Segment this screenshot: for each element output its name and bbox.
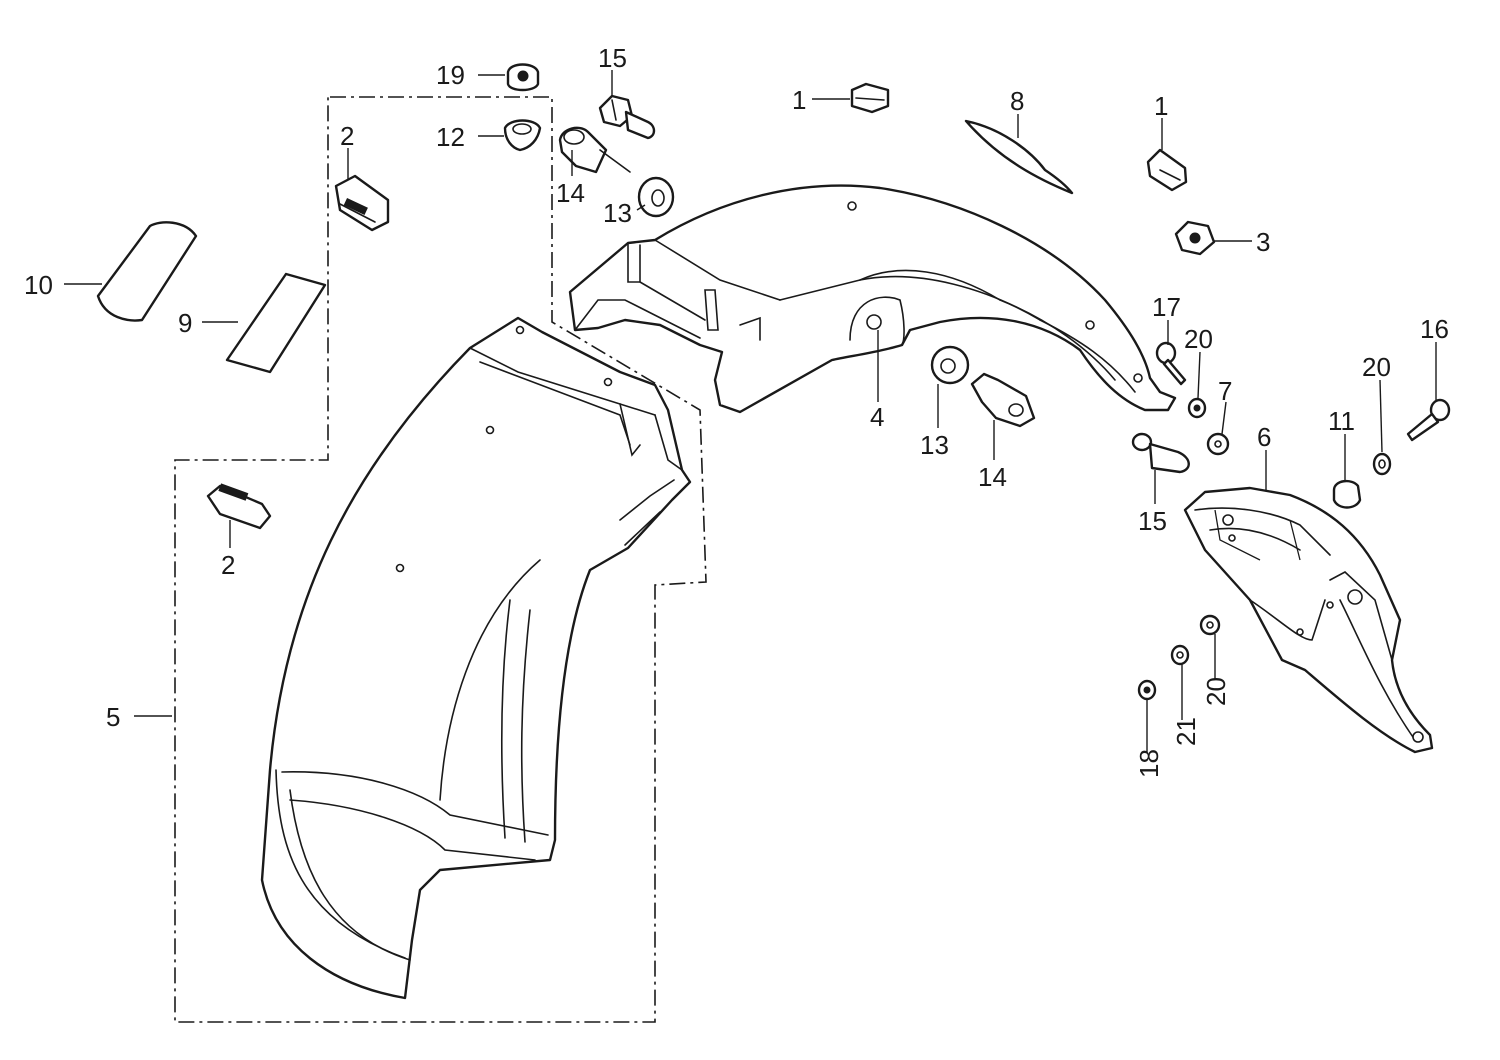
nut-part-19 — [506, 63, 540, 92]
washer-part-20-right — [1372, 452, 1392, 476]
assembly-boundary — [174, 96, 707, 1023]
nut-part-3 — [1174, 220, 1216, 256]
strip-part-8 — [964, 119, 1074, 195]
callout-1-right: 1 — [1154, 91, 1168, 121]
leader-lines — [64, 70, 1437, 752]
callout-12: 12 — [436, 122, 465, 152]
callout-1-middle: 1 — [792, 85, 806, 115]
callout-15-upper: 15 — [598, 43, 627, 73]
clip-part-2-lower — [206, 483, 272, 530]
nut-part-18 — [1137, 679, 1157, 701]
callout-16: 16 — [1420, 314, 1449, 344]
callout-15-lower: 15 — [1138, 506, 1167, 536]
callout-11: 11 — [1328, 406, 1355, 436]
washer-part-13-upper — [637, 176, 675, 218]
callout-13-upper: 13 — [603, 198, 632, 228]
washer-part-21 — [1170, 644, 1190, 666]
spacer-part-14-upper — [558, 126, 631, 174]
callout-9: 9 — [178, 308, 192, 338]
callout-8: 8 — [1010, 86, 1024, 116]
callout-18: 18 — [1134, 749, 1164, 778]
callout-20-upper: 20 — [1184, 324, 1213, 354]
spacer-part-14-lower — [970, 372, 1036, 428]
bolt-part-15-upper — [598, 94, 656, 140]
washer-part-13-lower — [930, 345, 970, 385]
grommet-part-12 — [503, 119, 542, 152]
washer-part-20-lower — [1199, 614, 1221, 636]
callout-14-upper: 14 — [556, 178, 585, 208]
clip-part-1-middle — [850, 82, 890, 114]
callout-14-lower: 14 — [978, 462, 1007, 492]
callout-4: 4 — [870, 402, 884, 432]
callout-6: 6 — [1257, 422, 1271, 452]
callout-3: 3 — [1256, 227, 1270, 257]
rear-fender-part-5 — [260, 316, 692, 1000]
screw-part-16 — [1406, 398, 1451, 442]
callout-7: 7 — [1218, 376, 1232, 406]
callout-10: 10 — [24, 270, 53, 300]
bolt-part-15-lower — [1131, 432, 1190, 474]
callout-20-right: 20 — [1362, 352, 1391, 382]
callout-19: 19 — [436, 60, 465, 90]
callout-17: 17 — [1152, 292, 1181, 322]
bolt-part-17 — [1155, 341, 1187, 386]
clip-part-2-upper — [334, 174, 390, 232]
callout-21: 21 — [1171, 717, 1201, 746]
clip-part-1-right — [1146, 148, 1188, 192]
reflector-part-9 — [225, 272, 327, 374]
callout-20-lower: 20 — [1201, 677, 1231, 706]
callout-2-lower: 2 — [221, 550, 235, 580]
callout-labels: 19 15 1 8 1 2 12 14 13 3 10 9 17 20 16 2… — [24, 43, 1449, 778]
callout-13-lower: 13 — [920, 430, 949, 460]
callout-2-upper: 2 — [340, 121, 354, 151]
washer-part-7 — [1206, 432, 1230, 456]
fender-frame-part-4 — [568, 184, 1177, 414]
callout-5: 5 — [106, 702, 120, 732]
spacer-part-11 — [1332, 479, 1362, 509]
reflector-part-10 — [96, 221, 198, 322]
washer-part-20-upper — [1187, 397, 1207, 419]
trim-plate-part-6 — [1183, 486, 1434, 754]
